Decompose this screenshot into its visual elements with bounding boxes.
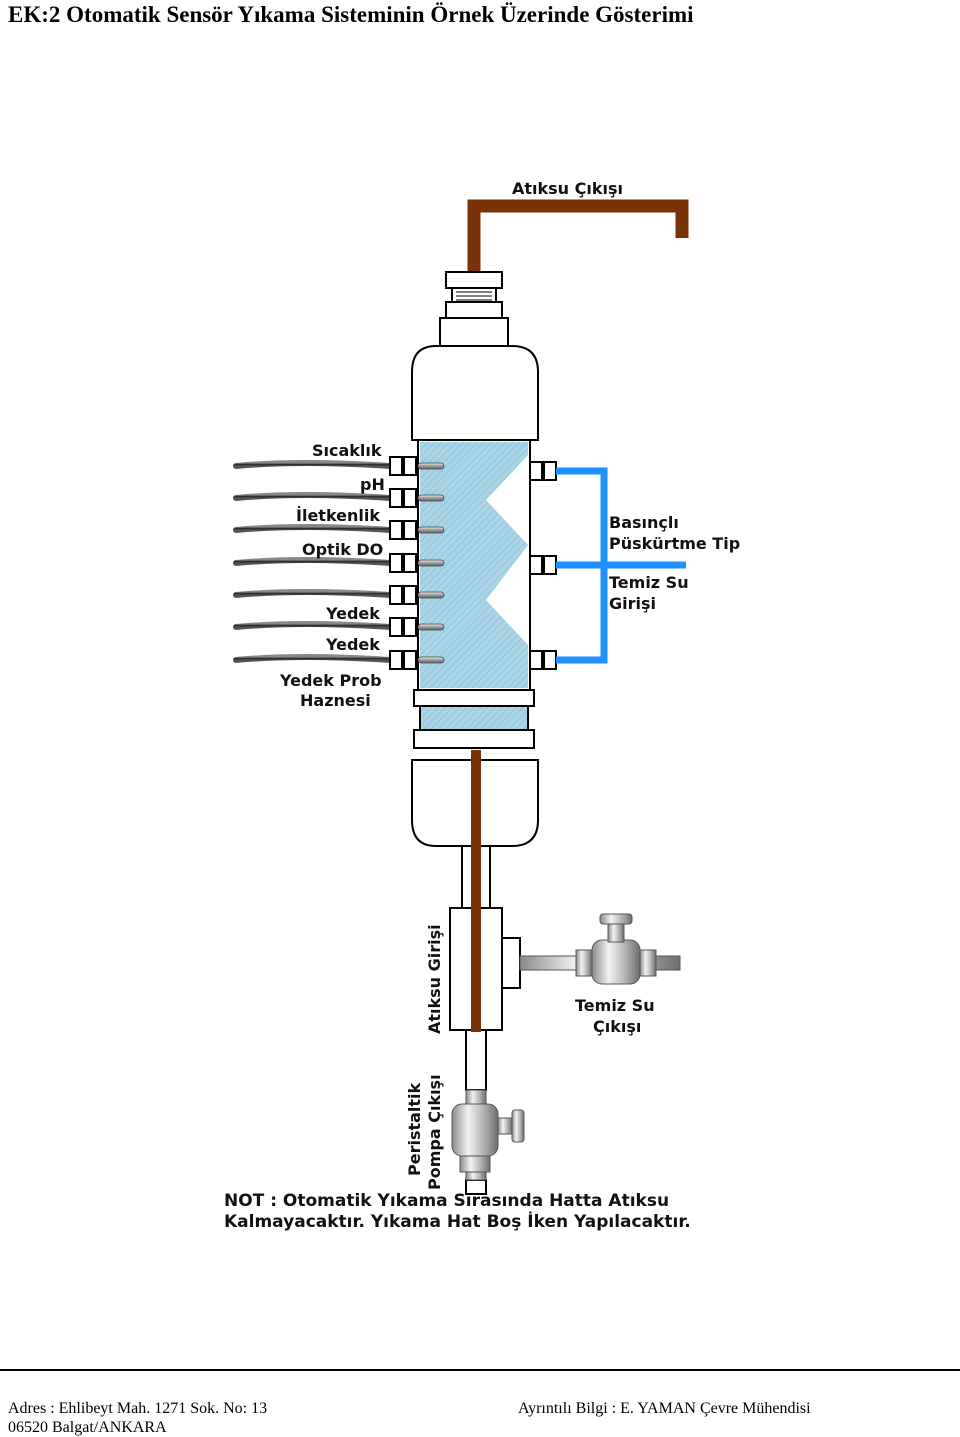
- label-optical-do: Optik DO: [302, 540, 383, 559]
- sensor-port: [233, 553, 445, 573]
- peristaltic-pump-valve: [451, 1089, 525, 1181]
- port-nut: [543, 461, 557, 481]
- footer-address-line-2: 06520 Balgat/ANKARA: [8, 1419, 167, 1436]
- port-nut: [529, 461, 543, 481]
- label-clean-water-in-line2: Girişi: [609, 594, 656, 613]
- washing-system-diagram: Atıksu Çıkışı: [224, 179, 740, 1232]
- sensor-probe: [417, 656, 445, 664]
- label-clean-water-out-line2: Çıkışı: [593, 1017, 641, 1036]
- sensor-cable: [233, 557, 395, 566]
- label-spare-probe-line1: Yedek Prob: [279, 671, 382, 690]
- label-spare-probe-line2: Haznesi: [300, 691, 371, 710]
- label-pressure-spray-line2: Püskürtme Tip: [609, 534, 740, 553]
- port-nut: [389, 585, 403, 605]
- top-fitting: [439, 271, 509, 347]
- label-wastewater-inlet: Atıksu Girişi: [425, 924, 444, 1034]
- sensor-cable: [233, 460, 395, 469]
- port-nut: [403, 617, 417, 637]
- port-nut: [403, 585, 417, 605]
- sensor-probe: [417, 462, 445, 470]
- spray-nozzle-port: [529, 555, 557, 575]
- sensor-cable: [233, 621, 395, 630]
- sensor-port: [233, 488, 445, 508]
- label-spare-2: Yedek: [325, 635, 380, 654]
- port-nut: [543, 650, 557, 670]
- label-temperature: Sıcaklık: [312, 441, 382, 460]
- sensor-cable: [233, 589, 395, 598]
- label-pump-outlet-line2: Pompa Çıkışı: [425, 1074, 444, 1190]
- wastewater-outlet-pipe: [467, 199, 689, 272]
- sensor-probe: [417, 494, 445, 502]
- label-clean-water-in-line1: Temiz Su: [609, 573, 689, 592]
- sensor-port: [233, 650, 445, 670]
- label-conductivity: İletkenlik: [296, 506, 380, 525]
- sensor-port: [233, 456, 445, 476]
- port-nut: [389, 488, 403, 508]
- clean-water-inlet-pipe: [556, 467, 686, 664]
- sensor-ports: [233, 456, 445, 670]
- port-nut: [389, 650, 403, 670]
- footer-contact: Ayrıntılı Bilgi : E. YAMAN Çevre Mühendi…: [518, 1400, 811, 1417]
- label-ph: pH: [360, 475, 385, 494]
- wastewater-outlet-label: Atıksu Çıkışı: [512, 179, 623, 198]
- sensor-port: [233, 520, 445, 540]
- port-nut: [389, 553, 403, 573]
- port-nut: [389, 520, 403, 540]
- port-nut: [529, 555, 543, 575]
- footer-address-line-1: Adres : Ehlibeyt Mah. 1271 Sok. No: 13: [8, 1400, 268, 1417]
- sensor-probe: [417, 591, 445, 599]
- sensor-cable: [233, 524, 395, 533]
- sensor-probe: [417, 559, 445, 567]
- spray-nozzle-port: [529, 461, 557, 481]
- note-line-2: Kalmayacaktır. Yıkama Hat Boş İken Yapıl…: [224, 1210, 691, 1232]
- port-nut: [389, 456, 403, 476]
- clean-water-outlet-valve: [519, 913, 681, 985]
- label-pump-outlet-line1: Peristaltik: [405, 1082, 424, 1176]
- sensor-cable: [233, 492, 395, 501]
- label-clean-water-out-line1: Temiz Su: [575, 996, 655, 1015]
- label-pressure-spray-line1: Basınçlı: [609, 513, 679, 532]
- sensor-probe: [417, 623, 445, 631]
- sensor-probe: [417, 526, 445, 534]
- footer-rule: [0, 1369, 960, 1371]
- port-nut: [543, 555, 557, 575]
- port-nut: [403, 488, 417, 508]
- sensor-port: [233, 585, 445, 605]
- page-title: EK:2 Otomatik Sensör Yıkama Sisteminin Ö…: [8, 2, 694, 27]
- upper-cap: [411, 345, 539, 441]
- port-nut: [403, 650, 417, 670]
- spray-nozzle-ports: [529, 461, 557, 670]
- note-line-1: NOT : Otomatik Yıkama Sırasında Hatta At…: [224, 1191, 669, 1211]
- port-nut: [403, 456, 417, 476]
- label-spare-1: Yedek: [325, 604, 380, 623]
- port-nut: [529, 650, 543, 670]
- port-nut: [403, 520, 417, 540]
- chamber-bands: [413, 689, 535, 749]
- port-nut: [403, 553, 417, 573]
- port-nut: [389, 617, 403, 637]
- sensor-port: [233, 617, 445, 637]
- spray-nozzle-port: [529, 650, 557, 670]
- sensor-cable: [233, 654, 395, 663]
